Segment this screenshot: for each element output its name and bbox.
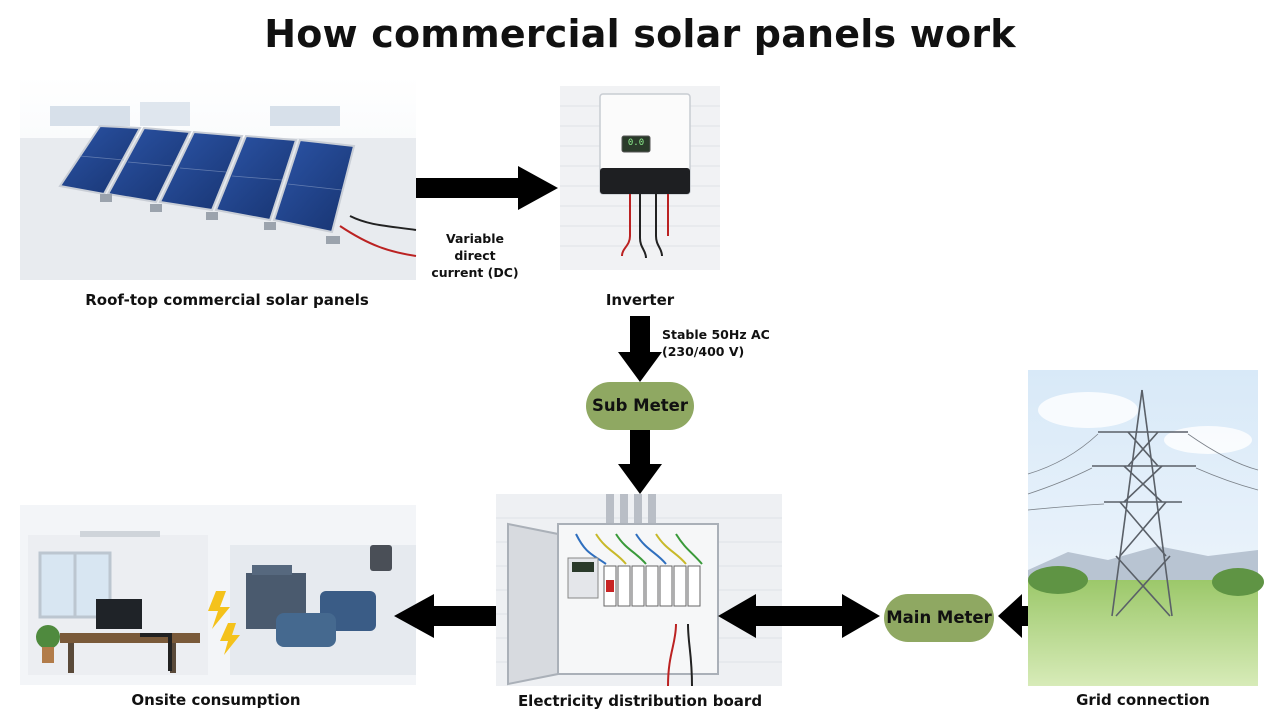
- label-distribution-board: Electricity distribution board: [517, 692, 763, 710]
- arrow-sub-meter-to-board: [618, 430, 662, 494]
- label-inverter: Inverter: [605, 291, 675, 309]
- sub-meter: Sub Meter: [586, 382, 694, 430]
- arrow-board-main-meter: [718, 594, 880, 638]
- inverter-display: 0.0: [627, 138, 645, 148]
- grid-connection-illustration: [1027, 370, 1264, 686]
- ac-note-line1: Stable 50Hz AC: [662, 327, 770, 342]
- onsite-consumption-illustration: [20, 505, 416, 685]
- distribution-board-illustration: [496, 494, 782, 687]
- diagram-title: How commercial solar panels work: [264, 12, 1016, 56]
- solar-panels-illustration: [20, 76, 417, 280]
- arrow-inverter-to-sub-meter: [618, 316, 662, 382]
- inverter-illustration: [560, 86, 720, 270]
- label-solar-panels: Roof-top commercial solar panels: [85, 291, 369, 309]
- arrow-board-to-onsite: [394, 594, 536, 638]
- dc-note-line1: Variable direct: [445, 231, 505, 263]
- ac-note-line2: (230/400 V): [662, 344, 745, 359]
- main-meter: Main Meter: [884, 594, 994, 642]
- label-onsite-consumption: Onsite consumption: [131, 691, 301, 709]
- label-grid-connection: Grid connection: [1076, 691, 1210, 709]
- dc-note-line2: current (DC): [431, 265, 519, 280]
- arrow-panels-to-inverter: [416, 166, 558, 210]
